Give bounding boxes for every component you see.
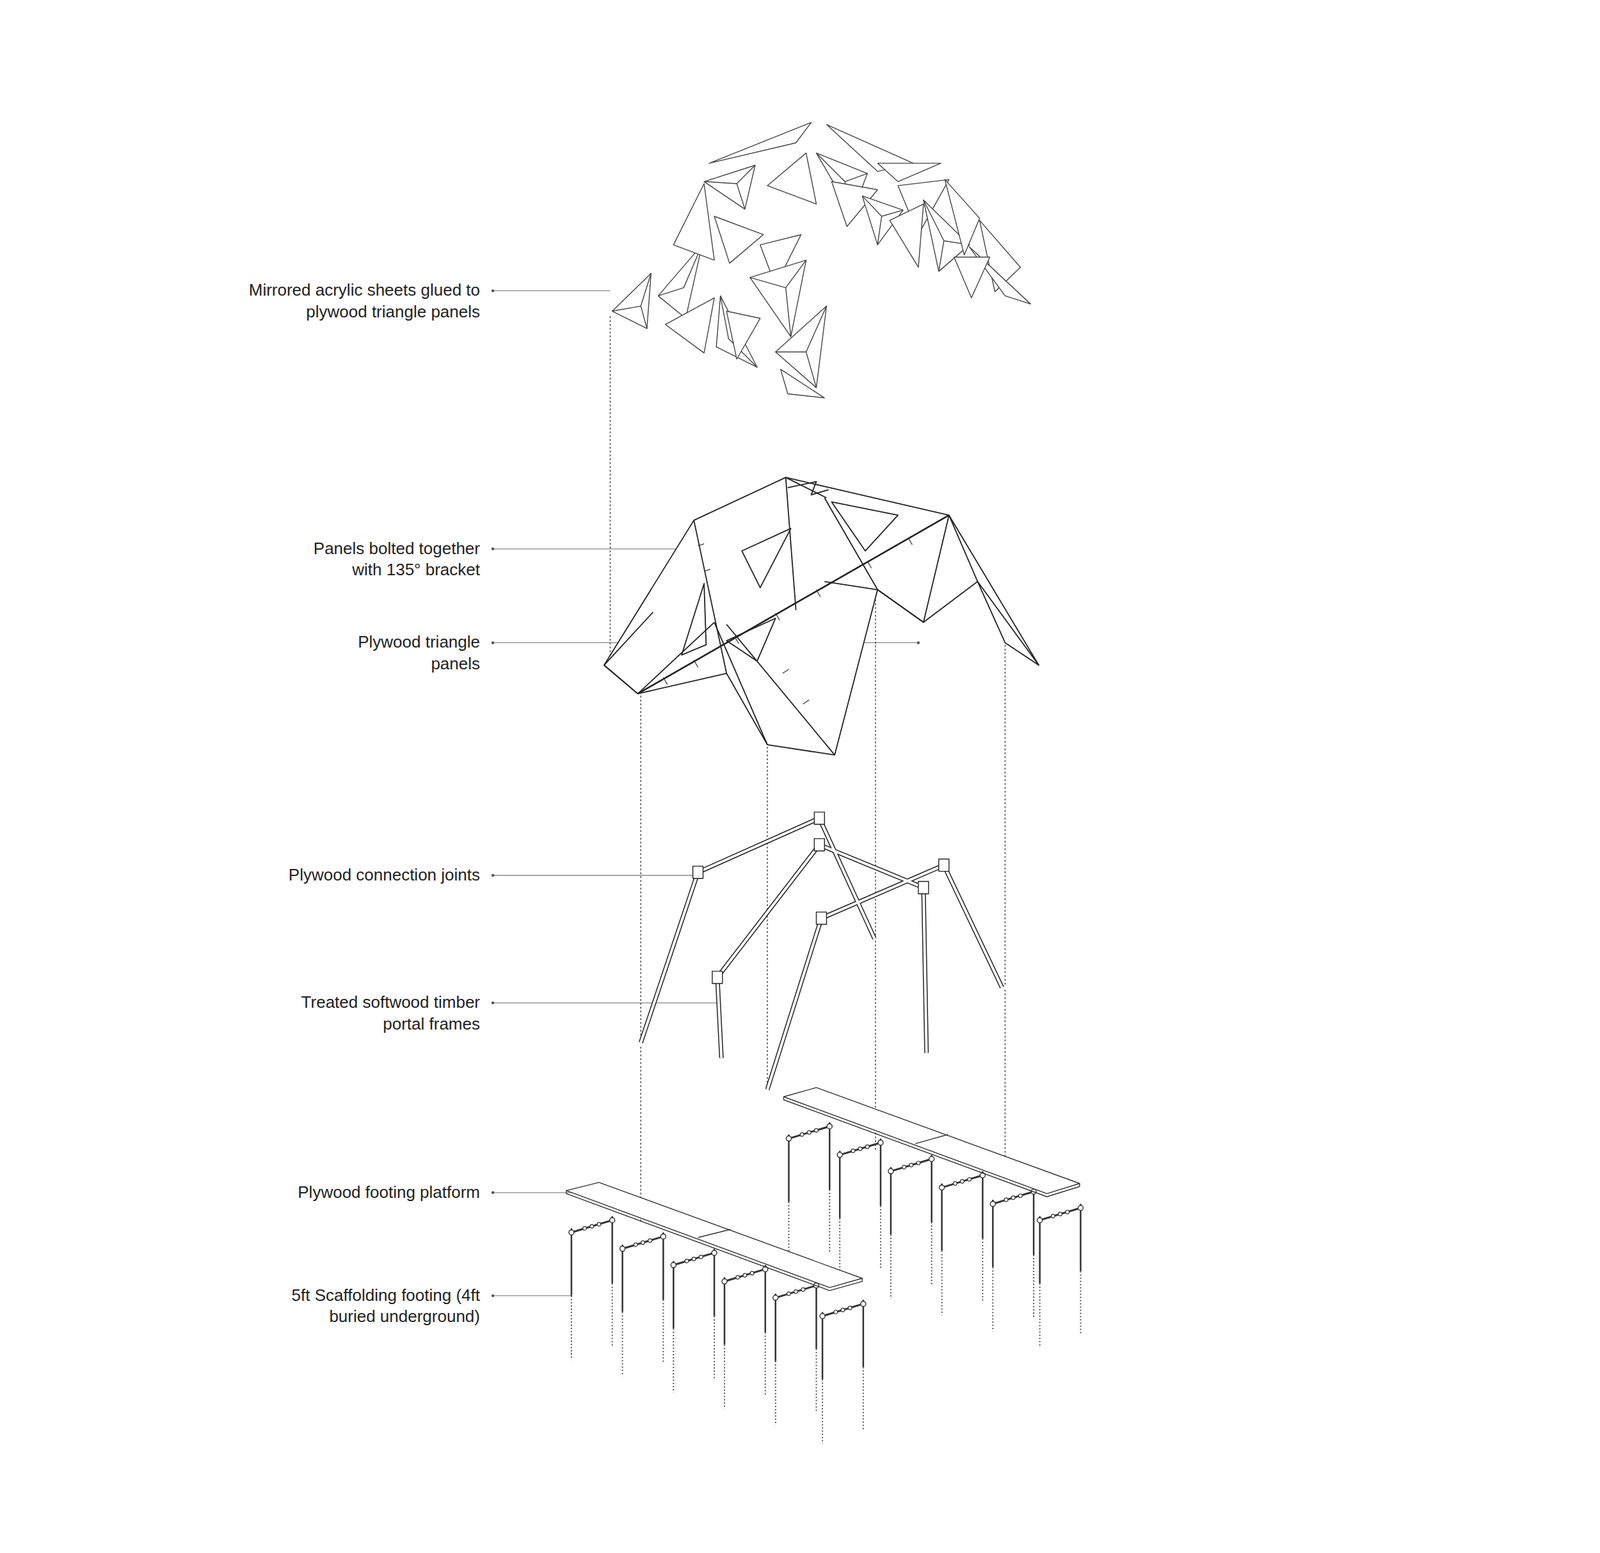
callout-label: Plywood triangle panels: [354, 631, 480, 675]
footing-platforms: [566, 1088, 1080, 1291]
callout-label: Plywood connection joints: [288, 864, 480, 887]
callout-label: Panels bolted together with 135° bracket: [291, 538, 480, 582]
portal-frames: [640, 812, 1002, 1090]
callout-label: 5ft Scaffolding footing (4ft buried unde…: [280, 1285, 480, 1328]
callout-label: Plywood footing platform: [297, 1182, 480, 1204]
projection-lines: [609, 316, 1005, 1223]
plywood-shell: [604, 477, 1039, 756]
callout-label: Treated softwood timber portal frames: [278, 992, 480, 1035]
leader-lines: [491, 289, 920, 1298]
callout-label: Mirrored acrylic sheets glued to plywood…: [243, 279, 480, 323]
mirror-panels: [612, 122, 1032, 398]
